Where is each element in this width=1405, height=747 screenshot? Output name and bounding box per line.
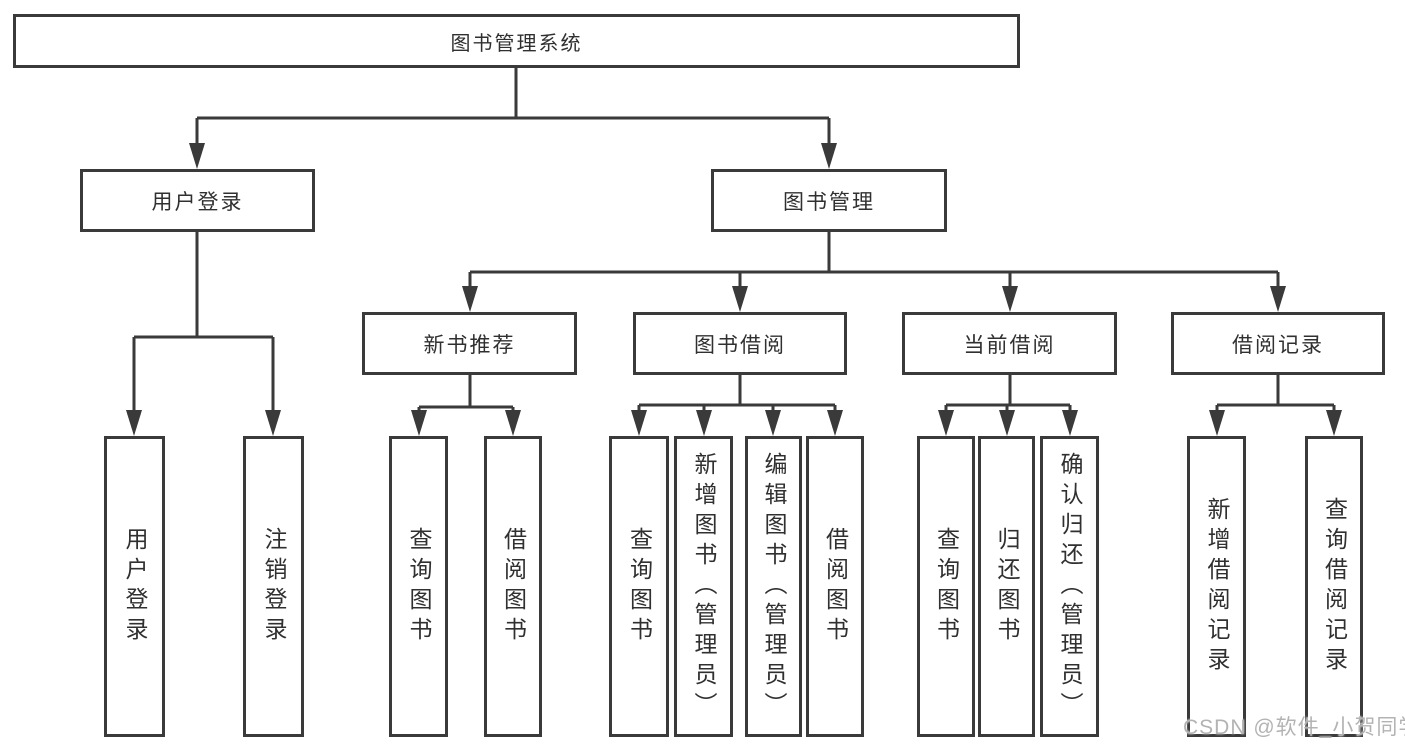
node-label: 确认归还（管理员） xyxy=(1057,451,1083,722)
node-leaf-borrow-books-2: 借阅图书 xyxy=(806,436,864,737)
node-label: 查询图书 xyxy=(626,526,653,647)
arrowheads xyxy=(126,143,1342,436)
node-label: 查询借阅记录 xyxy=(1321,496,1348,677)
node-label: 注销登录 xyxy=(261,526,287,647)
node-leaf-logout: 注销登录 xyxy=(243,436,304,737)
node-leaf-user-login: 用户登录 xyxy=(104,436,165,737)
node-label: 当前借阅 xyxy=(963,333,1056,357)
node-label: 新书推荐 xyxy=(423,333,516,357)
node-label: 图书管理 xyxy=(783,190,875,214)
node-book-management: 图书管理 xyxy=(711,169,947,232)
node-current-borrow: 当前借阅 xyxy=(902,312,1117,375)
node-label: 图书借阅 xyxy=(694,333,786,357)
node-leaf-borrow-books-1: 借阅图书 xyxy=(484,436,542,737)
node-borrow-records: 借阅记录 xyxy=(1171,312,1385,375)
node-leaf-query-books-2: 查询图书 xyxy=(609,436,669,737)
node-label: 编辑图书（管理员） xyxy=(761,451,787,722)
node-label: 借阅记录 xyxy=(1232,333,1324,357)
node-user-login-branch: 用户登录 xyxy=(80,169,315,232)
node-label: 借阅图书 xyxy=(822,526,849,647)
node-label: 用户登录 xyxy=(151,190,244,214)
node-leaf-return-books: 归还图书 xyxy=(978,436,1035,737)
node-label: 图书管理系统 xyxy=(450,32,583,55)
node-label: 新增借阅记录 xyxy=(1204,496,1230,677)
node-label: 用户登录 xyxy=(122,526,148,647)
node-leaf-query-books-3: 查询图书 xyxy=(917,436,975,737)
node-label: 查询图书 xyxy=(406,526,432,647)
node-leaf-confirm-return-admin: 确认归还（管理员） xyxy=(1040,436,1099,737)
node-leaf-add-borrow-record: 新增借阅记录 xyxy=(1187,436,1246,737)
node-book-borrow: 图书借阅 xyxy=(633,312,847,375)
node-leaf-query-borrow-record: 查询借阅记录 xyxy=(1305,436,1363,737)
node-library-management-system: 图书管理系统 xyxy=(13,14,1020,68)
watermark: CSDN @软件_小贺同学 xyxy=(1183,716,1405,739)
node-label: 借阅图书 xyxy=(500,526,527,647)
node-label: 归还图书 xyxy=(994,526,1020,647)
node-leaf-add-books-admin: 新增图书（管理员） xyxy=(674,436,733,737)
node-new-book-recommend: 新书推荐 xyxy=(362,312,577,375)
node-label: 查询图书 xyxy=(933,526,960,647)
node-leaf-query-books-1: 查询图书 xyxy=(389,436,448,737)
node-leaf-edit-books-admin: 编辑图书（管理员） xyxy=(745,436,802,737)
node-label: 新增图书（管理员） xyxy=(691,451,717,722)
